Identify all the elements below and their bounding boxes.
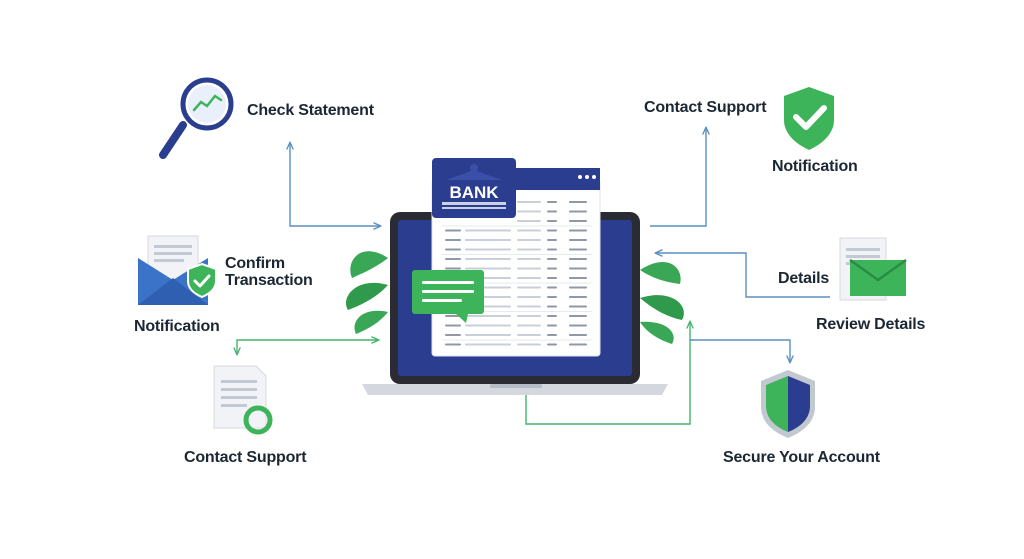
mail-document-icon bbox=[839, 237, 907, 301]
label-check-statement: Check Statement bbox=[247, 102, 374, 119]
leaves-right bbox=[640, 262, 684, 344]
chat-bubble-icon bbox=[412, 270, 484, 323]
connector-contact-support-top bbox=[650, 128, 706, 227]
connector-secure-branch bbox=[690, 339, 790, 362]
label-notification-top: Notification bbox=[772, 158, 858, 175]
magnifier-icon bbox=[159, 77, 234, 159]
envelope-check-icon bbox=[138, 235, 217, 305]
connector-details bbox=[656, 253, 830, 298]
shield-icon bbox=[761, 370, 815, 438]
document-badge-icon bbox=[213, 365, 273, 435]
label-review-details: Review Details bbox=[816, 316, 926, 333]
label-contact-support-top: Contact Support bbox=[644, 99, 767, 116]
bank-building-icon: BANK bbox=[432, 158, 516, 218]
leaves-left bbox=[345, 251, 388, 334]
bank-badge-text: BANK bbox=[449, 183, 499, 202]
connector-secure-account bbox=[525, 322, 690, 425]
label-notification-left: Notification bbox=[134, 318, 220, 335]
connector-notification-left bbox=[237, 340, 378, 354]
shield-check-icon bbox=[784, 87, 834, 150]
connector-check-statement bbox=[290, 143, 380, 226]
label-confirm-line2: Transaction bbox=[225, 272, 313, 289]
label-contact-support-bottom: Contact Support bbox=[184, 449, 307, 466]
label-secure-account: Secure Your Account bbox=[723, 449, 880, 466]
label-confirm-line1: Confirm bbox=[225, 255, 285, 272]
connectors bbox=[237, 128, 830, 425]
label-details: Details bbox=[778, 270, 830, 287]
